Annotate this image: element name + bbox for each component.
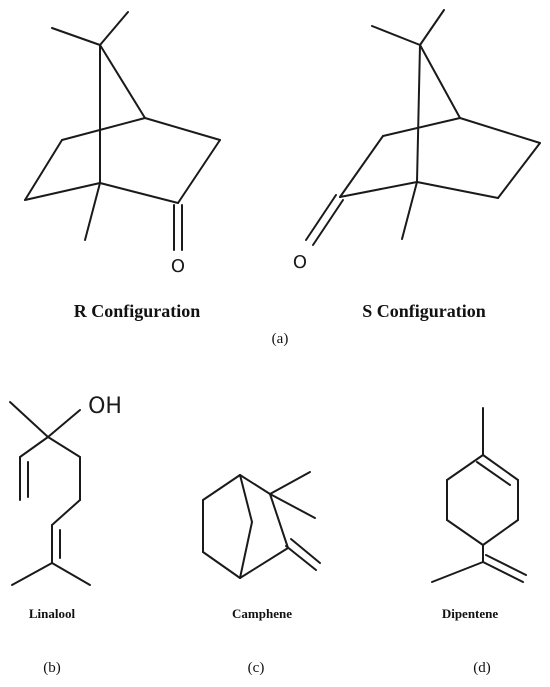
camphene-label: Camphene <box>232 606 292 621</box>
r-configuration-caption: R Configuration <box>74 301 201 321</box>
panel-d-label: (d) <box>473 660 491 676</box>
r-camphor-structure <box>24 11 221 251</box>
panel-a-label: (a) <box>272 331 289 347</box>
s-configuration-caption: S Configuration <box>362 301 486 321</box>
panel-b-label: (b) <box>43 660 61 676</box>
dipentene-structure <box>431 407 527 583</box>
r-oxygen-atom: O <box>171 256 185 277</box>
linalool-structure <box>9 401 91 586</box>
dipentene-label: Dipentene <box>442 606 499 621</box>
camphene-structure <box>202 471 321 579</box>
s-oxygen-atom: O <box>293 252 307 273</box>
linalool-label: Linalool <box>29 606 76 621</box>
hydroxyl-group: OH <box>88 394 122 419</box>
s-camphor-structure <box>305 9 541 246</box>
panel-c-label: (c) <box>248 660 265 676</box>
